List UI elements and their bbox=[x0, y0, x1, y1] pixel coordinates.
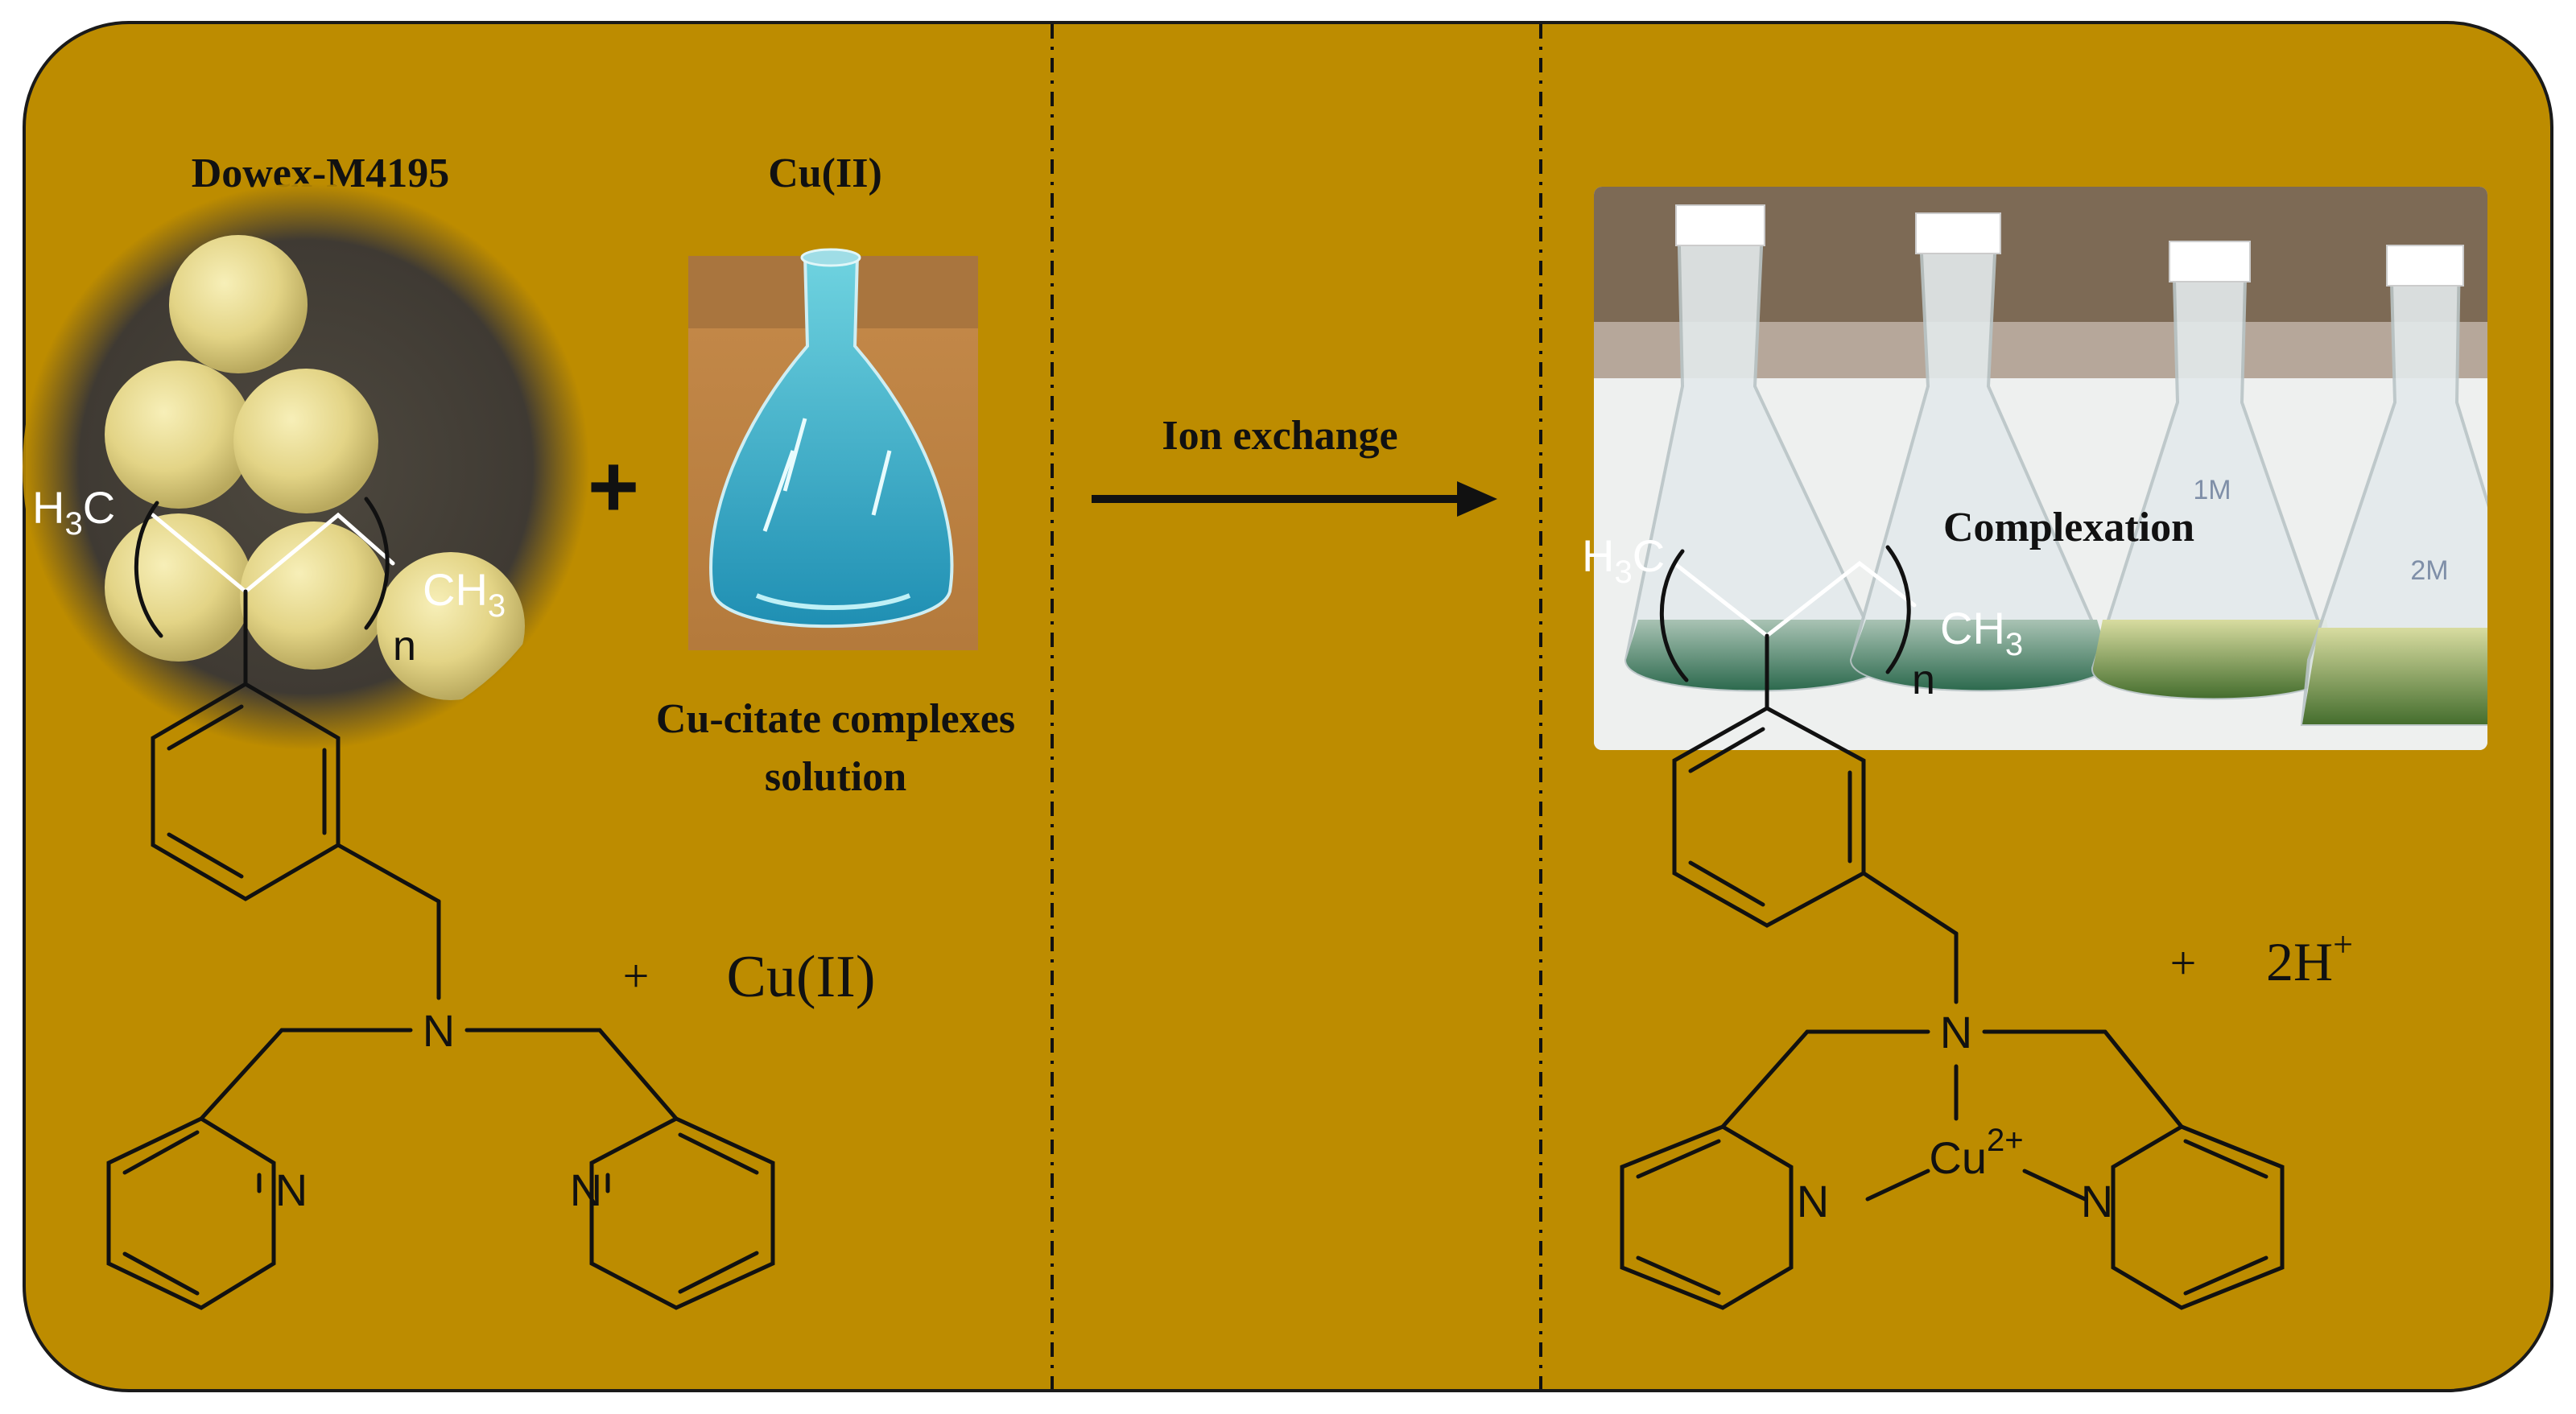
pyridine-n-left: N bbox=[1797, 1176, 1829, 1226]
pyridine-n-left: N bbox=[275, 1165, 308, 1215]
flask bbox=[1849, 212, 2112, 692]
flask: 2M bbox=[2300, 245, 2487, 726]
polymer-backbone bbox=[1672, 560, 1917, 639]
repeat-bracket-right bbox=[364, 497, 390, 630]
benzene-ring bbox=[1672, 706, 1866, 928]
n-repeat-label: n bbox=[1912, 657, 1935, 703]
resin-bead bbox=[105, 361, 253, 509]
h3c-label: H3C bbox=[32, 482, 115, 542]
polymer-backbone bbox=[151, 512, 395, 595]
flask-mark: 2M bbox=[2410, 555, 2448, 586]
product-protons: 2H+ bbox=[2266, 925, 2353, 992]
ion-exchange-label: Ion exchange bbox=[1162, 413, 1397, 459]
resin-bead bbox=[377, 552, 525, 700]
reaction-arrow bbox=[1092, 481, 1497, 517]
solution-caption-line1: Cu-citate complexes bbox=[656, 696, 1015, 742]
solution-caption-line2: solution bbox=[765, 754, 906, 800]
resin-structure-right bbox=[1620, 545, 2285, 1310]
h3c-label: H3C bbox=[1582, 530, 1665, 590]
resin-bead bbox=[169, 235, 308, 373]
resin-structure-left bbox=[106, 497, 775, 1310]
pyridine-n-right: N bbox=[570, 1165, 602, 1215]
complexation-label: Complexation bbox=[1943, 505, 2194, 550]
reaction-plus: + bbox=[623, 950, 650, 1002]
reagent-cu: Cu(II) bbox=[727, 944, 876, 1010]
copper-label: Cu(II) bbox=[768, 150, 882, 196]
copper-center-label: Cu2+ bbox=[1929, 1123, 2023, 1183]
pyridine-ring-left bbox=[106, 1116, 276, 1310]
copper-solution-photo bbox=[688, 248, 978, 650]
pyridine-ring-left bbox=[1620, 1124, 1794, 1310]
benzene-ring bbox=[151, 682, 341, 901]
n-repeat-label: n bbox=[393, 623, 416, 670]
amine-n-label: N bbox=[1940, 1007, 1972, 1057]
amine-n-label: N bbox=[423, 1005, 455, 1056]
pyridine-n-right: N bbox=[2081, 1176, 2113, 1226]
repeat-bracket-left bbox=[134, 501, 163, 638]
flask-mark: 1M bbox=[2193, 475, 2231, 505]
plus-sign: + bbox=[588, 437, 639, 536]
ch3-label: CH3 bbox=[1940, 603, 2023, 662]
pyridine-ring-right bbox=[2111, 1124, 2285, 1310]
repeat-bracket-left bbox=[1659, 549, 1689, 682]
product-plus: + bbox=[2170, 937, 2197, 989]
pyridine-ring-right bbox=[589, 1116, 775, 1310]
flasks-photo: 1M 2M bbox=[1594, 187, 2487, 750]
resin-bead bbox=[240, 521, 388, 670]
resin-beads-photo bbox=[23, 183, 589, 750]
ch3-label: CH3 bbox=[423, 564, 506, 624]
resin-bead bbox=[233, 369, 378, 513]
resin-bead bbox=[105, 513, 253, 662]
repeat-bracket-right bbox=[1885, 545, 1911, 674]
